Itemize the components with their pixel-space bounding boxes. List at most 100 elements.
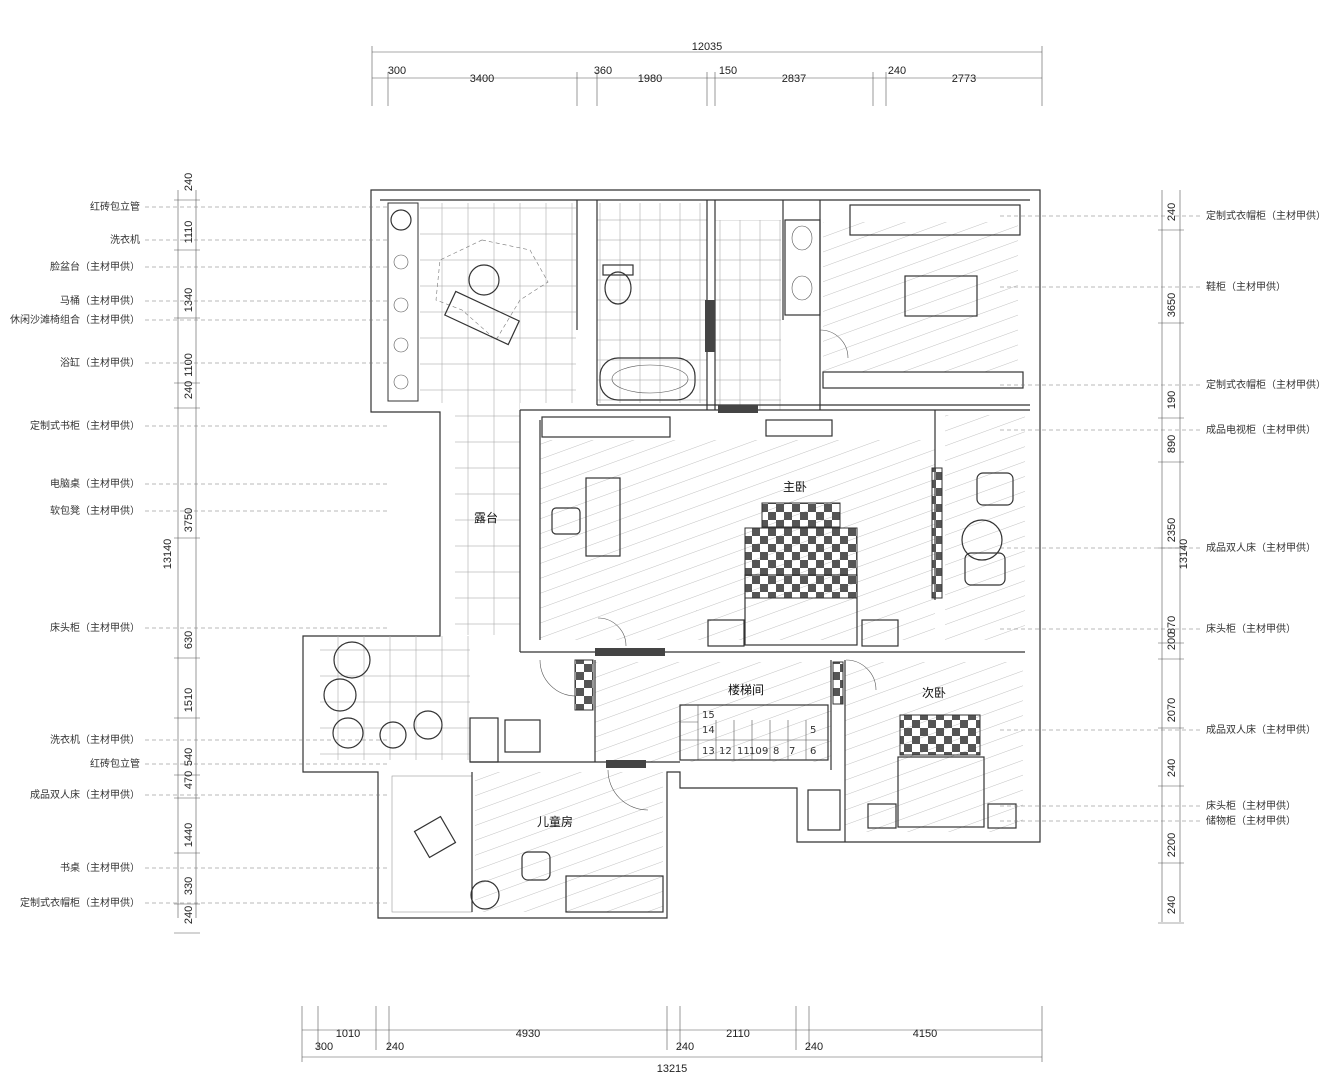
left-dim-value: 1100 bbox=[183, 353, 195, 377]
right-dim-value: 2350 bbox=[1166, 518, 1178, 542]
master-side-floor bbox=[945, 415, 1025, 640]
kids-bed-icon bbox=[413, 815, 457, 859]
right-dim-value: 240 bbox=[1166, 203, 1178, 221]
top-dim-2: 3400 bbox=[470, 73, 494, 85]
stair-hall-floor bbox=[595, 662, 831, 762]
left-annotation-label: 定制式书柜（主材甲供） bbox=[30, 419, 140, 432]
room-label-kids: 儿童房 bbox=[537, 814, 573, 829]
left-annotation-leaders: 红砖包立管洗衣机脸盆台（主材甲供）马桶（主材甲供）休闲沙滩椅组合（主材甲供）浴缸… bbox=[10, 200, 390, 909]
bathtub-icon bbox=[599, 357, 696, 401]
top-dim-3: 360 bbox=[594, 65, 612, 77]
master-double-bed-icon bbox=[744, 502, 858, 646]
stair-step-12: 12 bbox=[719, 746, 732, 757]
right-annotation-label: 成品双人床（主材甲供） bbox=[1206, 541, 1316, 554]
right-dim-value: 190 bbox=[1166, 391, 1178, 409]
masonry-blocks bbox=[574, 300, 943, 768]
right-dimension-chain: 13140 2403650190890235087020020702402200… bbox=[1158, 190, 1190, 924]
nightstand-icon bbox=[867, 803, 897, 829]
right-annotation-label: 成品电视柜（主材甲供） bbox=[1206, 423, 1316, 436]
kids-room-floor bbox=[475, 772, 663, 912]
room-label-terrace: 露台 bbox=[474, 510, 498, 525]
stair-step-10: 10 bbox=[749, 746, 762, 757]
planter-strip bbox=[387, 202, 419, 402]
right-dim-value: 200 bbox=[1166, 632, 1178, 650]
left-dim-value: 240 bbox=[183, 173, 195, 191]
stair-step-7: 7 bbox=[789, 746, 795, 757]
tv-cabinet-icon bbox=[765, 419, 833, 437]
top-dim-6: 2837 bbox=[782, 73, 806, 85]
door-swings bbox=[539, 329, 877, 811]
top-dim-4: 1980 bbox=[638, 73, 662, 85]
left-dim-value: 240 bbox=[183, 906, 195, 924]
storage-box-icon bbox=[504, 719, 541, 753]
lounge-chair-icon bbox=[435, 239, 549, 346]
top-dimension-chain: 12035 300 3400 360 1980 150 2837 240 277… bbox=[371, 41, 1043, 106]
left-annotation-label: 洗衣机（主材甲供） bbox=[50, 733, 140, 746]
left-dim-value: 1510 bbox=[183, 688, 195, 712]
bottom-dim-2: 4930 bbox=[516, 1028, 540, 1040]
bottom-dim-5: 300 bbox=[315, 1041, 333, 1053]
terrace-floor bbox=[455, 403, 520, 635]
stair-step-11: 11 bbox=[737, 746, 750, 757]
right-annotation-label: 成品双人床（主材甲供） bbox=[1206, 723, 1316, 736]
stair-step-5: 5 bbox=[810, 725, 816, 736]
left-dim-value: 470 bbox=[183, 771, 195, 789]
kids-plant-icon bbox=[470, 880, 500, 910]
left-annotation-label: 定制式衣帽柜（主材甲供） bbox=[20, 896, 140, 909]
bookcase-icon bbox=[541, 416, 671, 438]
right-annotation-label: 鞋柜（主材甲供） bbox=[1206, 280, 1286, 293]
right-dim-value: 240 bbox=[1166, 759, 1178, 777]
right-annotation-label: 定制式衣帽柜（主材甲供） bbox=[1206, 209, 1326, 222]
right-dim-value: 890 bbox=[1166, 435, 1178, 453]
right-dim-value: 870 bbox=[1166, 616, 1178, 634]
kids-chair-icon bbox=[521, 851, 551, 881]
right-dim-value: 240 bbox=[1166, 896, 1178, 914]
left-dim-value: 540 bbox=[183, 748, 195, 766]
building-outline bbox=[302, 189, 1041, 919]
left-annotation-label: 脸盆台（主材甲供） bbox=[50, 260, 140, 273]
bottom-dimension-chain: 1010 4930 2110 4150 300 240 240 240 1321… bbox=[301, 1006, 1043, 1075]
plant-icon bbox=[390, 209, 412, 390]
cloakroom-floor bbox=[823, 222, 1018, 372]
ottoman-icon bbox=[551, 507, 581, 535]
washbasin-icon bbox=[784, 219, 821, 316]
bottom-dim-8: 240 bbox=[805, 1041, 823, 1053]
staircase-icon bbox=[679, 704, 829, 761]
garden-plant-icon bbox=[323, 641, 443, 749]
stair-step-6: 6 bbox=[810, 746, 816, 757]
right-annotation-label: 床头柜（主材甲供） bbox=[1206, 799, 1296, 812]
top-dim-5: 150 bbox=[719, 65, 737, 77]
left-annotation-label: 休闲沙滩椅组合（主材甲供） bbox=[10, 313, 140, 326]
top-dim-7: 240 bbox=[888, 65, 906, 77]
nightstand-icon bbox=[987, 803, 1017, 829]
left-dimension-chain: 13140 2401110134011002403750630151054047… bbox=[162, 173, 200, 934]
stair-step-14: 14 bbox=[702, 725, 715, 736]
bottom-dim-3: 2110 bbox=[726, 1028, 750, 1040]
wardrobe-top-icon bbox=[822, 204, 1024, 389]
bottom-dim-7: 240 bbox=[676, 1041, 694, 1053]
nightstand-icon bbox=[707, 619, 745, 647]
right-dim-value: 3650 bbox=[1166, 293, 1178, 317]
bathroom-floor bbox=[597, 203, 707, 403]
room-label-second: 次卧 bbox=[922, 686, 946, 700]
computer-desk-icon bbox=[585, 477, 621, 557]
left-dim-value: 630 bbox=[183, 631, 195, 649]
room-label-stair: 楼梯间 bbox=[728, 682, 764, 697]
stair-step-15: 15 bbox=[702, 710, 715, 721]
armchair-icon bbox=[961, 472, 1014, 586]
right-dim-value: 2070 bbox=[1166, 698, 1178, 722]
nightstand-icon bbox=[861, 619, 899, 647]
left-annotation-label: 红砖包立管 bbox=[90, 757, 140, 770]
left-annotation-label: 书桌（主材甲供） bbox=[60, 861, 140, 874]
stair-step-13: 13 bbox=[702, 746, 715, 757]
left-annotation-label: 马桶（主材甲供） bbox=[60, 294, 140, 307]
left-dim-value: 1340 bbox=[183, 288, 195, 312]
washing-machine-icon bbox=[469, 717, 499, 763]
garden-floor bbox=[320, 636, 470, 760]
bottom-dim-6: 240 bbox=[386, 1041, 404, 1053]
top-dim-8: 2773 bbox=[952, 73, 976, 85]
master-bedroom-floor bbox=[540, 440, 935, 640]
stair-step-8: 8 bbox=[773, 746, 779, 757]
left-dim-value: 330 bbox=[183, 877, 195, 895]
